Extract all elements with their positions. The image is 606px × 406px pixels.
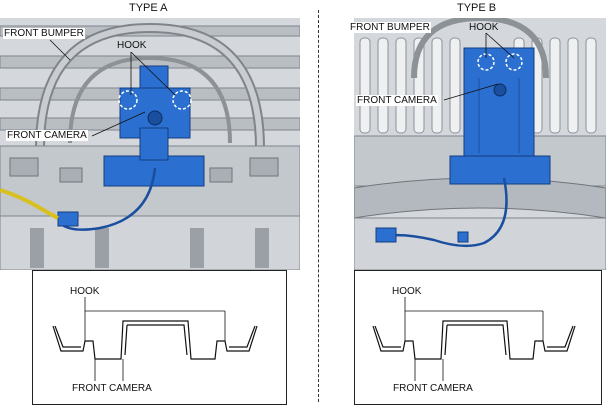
type-b-detail-hook-label: HOOK	[392, 286, 422, 297]
type-b-photo	[354, 18, 606, 270]
type-b-leaders	[443, 32, 515, 101]
type-a-detail-drawing	[52, 297, 258, 381]
type-a-illustration	[0, 18, 300, 270]
type-a-detail-hook-label: HOOK	[70, 286, 100, 297]
type-a-hook-label: HOOK	[117, 40, 147, 51]
type-b-front-camera-label: FRONT CAMERA	[356, 95, 438, 106]
type-b-front-bumper-label: FRONT BUMPER	[349, 22, 431, 33]
panel-divider	[318, 10, 319, 402]
type-b-detail-drawing	[372, 297, 576, 381]
type-a-title: TYPE A	[129, 2, 168, 14]
type-a-photo	[0, 18, 300, 270]
type-a-detail-inset	[32, 270, 287, 405]
type-a-leaders	[49, 39, 176, 137]
type-a-detail-front-camera-label: FRONT CAMERA	[72, 383, 152, 394]
type-b-detail-front-camera-label: FRONT CAMERA	[393, 383, 473, 394]
type-b-title: TYPE B	[457, 2, 497, 14]
type-b-hook-label: HOOK	[469, 22, 499, 33]
type-a-front-bumper-label: FRONT BUMPER	[3, 28, 85, 39]
type-b-detail-inset	[354, 270, 602, 405]
type-a-front-camera-label: FRONT CAMERA	[6, 130, 88, 141]
type-b-illustration	[354, 18, 606, 270]
